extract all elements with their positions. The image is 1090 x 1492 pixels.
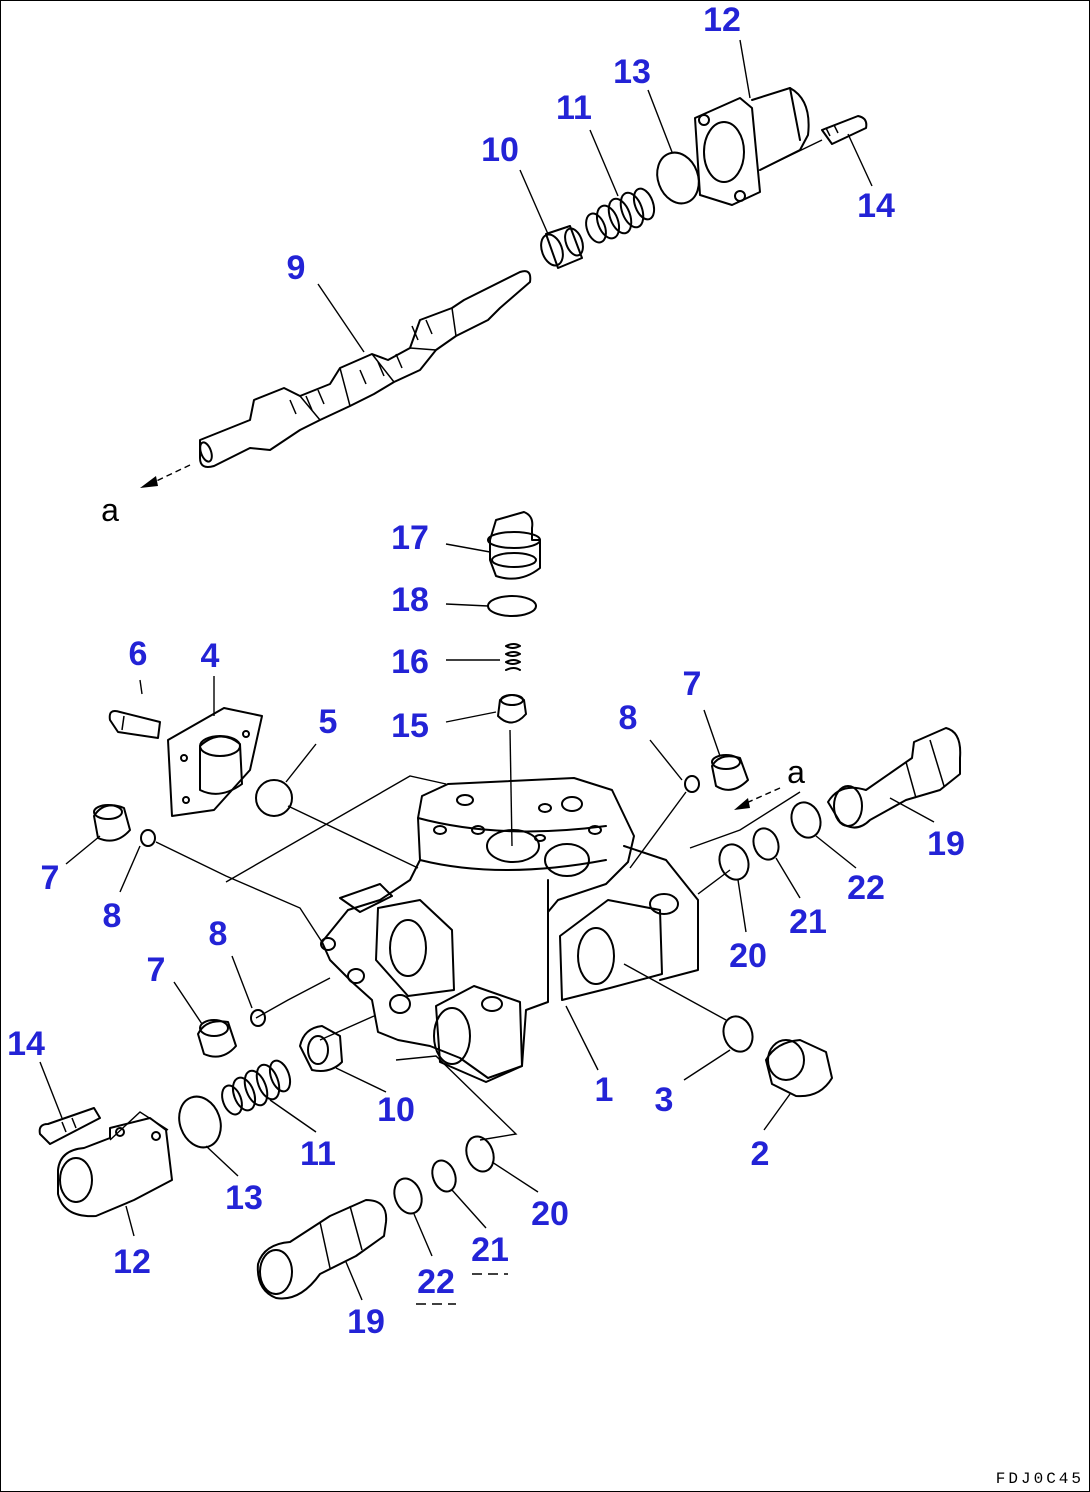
part-12-lower-cover	[57, 1117, 173, 1218]
callout-20-lower: 20	[531, 1195, 569, 1233]
part-14-upper-screw	[759, 115, 868, 171]
callout-18: 18	[391, 581, 429, 619]
assembly-leader-lines	[109, 775, 801, 1141]
callout-8-left: 8	[102, 897, 122, 935]
section-letter-a-right: a	[787, 754, 805, 790]
callout-11-lower: 11	[300, 1135, 336, 1173]
part-2-plug	[765, 1039, 833, 1098]
callout-19-lower: 19	[347, 1303, 385, 1341]
part-19-plug-right	[827, 727, 962, 829]
callout-14-upper: 14	[857, 187, 895, 225]
part-20-oring-right	[718, 843, 750, 881]
callout-13-upper: 13	[613, 53, 651, 91]
callout-3: 3	[654, 1081, 674, 1119]
part-1-valve-body	[320, 777, 699, 1083]
part-8-ring-left	[140, 829, 156, 847]
callout-7-right: 7	[682, 665, 702, 703]
callout-5: 5	[318, 703, 338, 741]
part-5-oring	[255, 779, 293, 817]
callout-13-lower: 13	[225, 1179, 263, 1217]
part-12-upper-cover	[694, 87, 810, 206]
section-arrow-a-right	[734, 787, 781, 810]
callout-22-lower: 22	[417, 1263, 455, 1301]
part-15-poppet	[497, 694, 527, 847]
part-21-ring-right	[752, 827, 780, 861]
callout-15: 15	[391, 707, 429, 745]
callout-16: 16	[391, 643, 429, 681]
callout-17: 17	[391, 519, 429, 557]
part-17-plug	[487, 511, 541, 580]
callout-19-right: 19	[927, 825, 965, 863]
part-8-ring-lower	[250, 1009, 266, 1027]
part-7-plug-lower	[197, 1019, 237, 1058]
part-4-cover-plate	[167, 707, 263, 817]
part-10-lower-retainer	[299, 1025, 343, 1072]
part-18-oring	[487, 595, 537, 617]
part-6-bolt	[108, 710, 161, 739]
part-20-oring-lower	[465, 1135, 495, 1173]
part-8-ring-right	[684, 775, 700, 793]
part-13-upper-oring	[656, 151, 700, 205]
callout-21-lower: 21	[471, 1231, 509, 1269]
part-11-lower-spring	[221, 1059, 292, 1116]
callout-leaders	[39, 39, 935, 1301]
part-3-oring	[722, 1015, 754, 1053]
callout-12-upper: 12	[703, 1, 741, 39]
drawing-code: FDJ0C45	[995, 1470, 1084, 1488]
callout-9: 9	[286, 249, 306, 287]
part-19-plug-lower	[256, 1199, 388, 1300]
callout-20-right: 20	[729, 937, 767, 975]
callout-7-left: 7	[40, 859, 60, 897]
part-22-ring-lower	[393, 1177, 423, 1215]
callout-10-lower: 10	[377, 1091, 415, 1129]
callout-21-right: 21	[789, 903, 827, 941]
callout-4: 4	[200, 637, 220, 675]
part-10-upper-retainer	[540, 225, 584, 269]
callout-1: 1	[594, 1071, 614, 1109]
callout-10-upper: 10	[481, 131, 519, 169]
callout-8-lower: 8	[208, 915, 228, 953]
part-22-ring-right	[790, 801, 822, 839]
callout-7-lower: 7	[146, 951, 166, 989]
part-11-upper-spring	[585, 187, 656, 244]
callout-14-lower: 14	[7, 1025, 45, 1063]
part-13-lower-oring	[178, 1095, 222, 1149]
section-letter-a-upper: a	[101, 492, 119, 528]
part-9-spool	[199, 270, 532, 468]
part-14-lower-screw	[38, 1107, 101, 1145]
underline-marks	[416, 1273, 508, 1305]
callout-22-right: 22	[847, 869, 885, 907]
section-arrow-a-upper	[140, 464, 191, 488]
callout-6: 6	[128, 635, 148, 673]
callout-2: 2	[750, 1135, 770, 1173]
part-16-spring	[505, 643, 521, 671]
part-7-plug-left	[93, 804, 131, 842]
callout-12-lower: 12	[113, 1243, 151, 1281]
callout-8-right: 8	[618, 699, 638, 737]
part-21-ring-lower	[431, 1159, 457, 1193]
part-7-plug-right	[711, 754, 749, 791]
callout-11-upper: 11	[556, 89, 592, 127]
